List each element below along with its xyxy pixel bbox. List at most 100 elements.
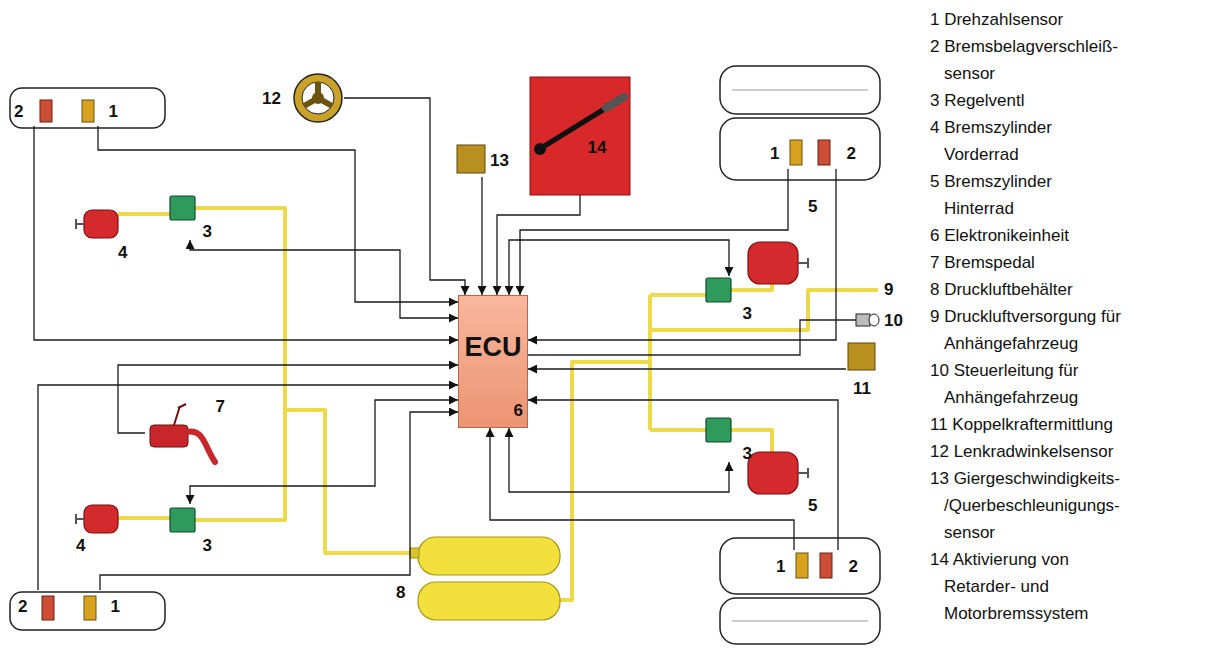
- control-valve: 3: [706, 276, 752, 322]
- signal-wire: [528, 368, 846, 369]
- valve-body: [170, 196, 195, 220]
- wear-sensor: 2: [816, 137, 856, 169]
- wear-sensor: 2: [14, 96, 54, 126]
- pushrod: [798, 468, 808, 478]
- retarder-panel: [530, 77, 630, 195]
- part-list-entry: 13 Giergeschwindigkeits- /Querbeschleuni…: [930, 465, 1155, 546]
- wheel-outline: [10, 88, 165, 128]
- valve-body: [706, 278, 731, 302]
- signal-wire: [520, 169, 788, 295]
- speed-sensor: 1: [80, 590, 120, 622]
- part-list-entry: 6 Elektronikeinheit: [930, 222, 1200, 249]
- brake-cylinder: [84, 210, 118, 238]
- signal-wire: [190, 240, 458, 318]
- brake-cylinder: [84, 505, 118, 533]
- wheel-outline: [720, 118, 880, 180]
- part-list-entry: 1 Drehzahlsensor: [930, 6, 1200, 33]
- callout-number: 2: [847, 145, 856, 162]
- wear-sensor-body: [40, 100, 52, 122]
- valve-body: [170, 508, 195, 532]
- wear-sensor-body: [42, 596, 54, 620]
- steering-hub: [312, 92, 324, 104]
- speed-sensor-body: [796, 553, 808, 578]
- part-list-entry: 4 Bremszylinder Vorderrad: [930, 114, 1080, 168]
- wheel-outline: [720, 538, 880, 594]
- callout-number: 3: [203, 223, 212, 240]
- part-list-entry: 2 Bremsbelagverschleiß- sensor: [930, 33, 1145, 87]
- retarder-lever-grip: [606, 97, 624, 108]
- callout-number: 3: [203, 537, 212, 554]
- valve-body: [706, 418, 731, 442]
- legend-list: 1 Drehzahlsensor2 Bremsbelagverschleiß- …: [930, 6, 1207, 627]
- brake-cylinder: [748, 242, 798, 284]
- callout-number: 1: [109, 103, 118, 120]
- brake-valve-body: [150, 425, 188, 447]
- wear-sensor-body: [818, 140, 830, 165]
- signal-wire: [34, 126, 458, 340]
- speed-sensor: 1: [770, 137, 806, 169]
- signal-wire: [190, 400, 458, 504]
- callout-number: 10: [884, 312, 903, 329]
- callout-number: 2: [849, 558, 858, 575]
- callout-number: 4: [76, 537, 85, 554]
- air-line: [195, 208, 410, 553]
- signal-wire: [118, 365, 458, 433]
- signal-wire: [528, 169, 836, 340]
- speed-sensor: 1: [776, 550, 812, 582]
- callout-number: 3: [743, 305, 752, 322]
- callout-number: 9: [884, 281, 893, 298]
- callout-number: 7: [216, 398, 225, 415]
- wheel-outline: [720, 66, 880, 114]
- steering-wheel: [302, 82, 334, 114]
- callout-number: 3: [743, 445, 752, 462]
- air-tank: [418, 537, 560, 575]
- trailer-control-wire: [528, 320, 856, 355]
- tank-port: [410, 548, 419, 558]
- brake-pedal: 7: [145, 398, 225, 468]
- signal-wire: [509, 240, 729, 295]
- callout-number: 13: [490, 152, 509, 169]
- callout-number: 12: [262, 90, 281, 107]
- wheel-outline: [10, 592, 165, 630]
- callout-number: 2: [14, 103, 23, 120]
- speed-sensor-body: [84, 596, 96, 620]
- pushrod: [76, 514, 84, 524]
- pushrod: [798, 258, 808, 268]
- callout-number: 14: [588, 139, 607, 156]
- callout-number: 1: [770, 145, 779, 162]
- steering-spokes: [304, 82, 332, 106]
- speed-sensor: 1: [78, 96, 118, 126]
- ecu-box: ECU6: [458, 295, 528, 428]
- part-list-entry: 8 Druckluftbehälter: [930, 276, 1200, 303]
- wear-sensor: 2: [818, 550, 858, 582]
- signal-wire: [528, 400, 838, 550]
- yaw-rate-sensor: 13: [455, 143, 509, 177]
- brake-cylinder: [748, 452, 798, 494]
- signal-wire: [344, 98, 465, 295]
- callout-number: 6: [514, 402, 523, 419]
- air-line: [118, 212, 170, 216]
- air-line: [650, 295, 706, 430]
- retarder-lever-pivot: [534, 143, 546, 155]
- yaw-sensor-body: [457, 145, 485, 173]
- wheel-outline: [720, 598, 880, 644]
- part-list-entry: 7 Bremspedal: [930, 249, 1200, 276]
- control-valve: 3: [168, 504, 212, 554]
- callout-number: 1: [776, 558, 785, 575]
- speed-sensor-body: [82, 100, 94, 122]
- callout-number: 1: [111, 598, 120, 615]
- air-line: [195, 410, 285, 520]
- retarder-control: 14: [530, 77, 630, 195]
- callout-number: 8: [396, 584, 405, 601]
- brake-pedal-lever: [186, 431, 215, 462]
- callout-number: 4: [118, 244, 127, 261]
- air-tank: [418, 582, 560, 620]
- part-list-entry: 11 Koppelkraftermittlung: [930, 411, 1200, 438]
- part-list-entry: 5 Bremszylinder Hinterrad: [930, 168, 1080, 222]
- steering-angle-sensor: 12: [262, 72, 344, 124]
- part-list-entry: 12 Lenkradwinkelsensor: [930, 438, 1200, 465]
- callout-number: 5: [808, 198, 817, 215]
- tire-groove: [732, 621, 868, 622]
- air-line: [560, 362, 650, 600]
